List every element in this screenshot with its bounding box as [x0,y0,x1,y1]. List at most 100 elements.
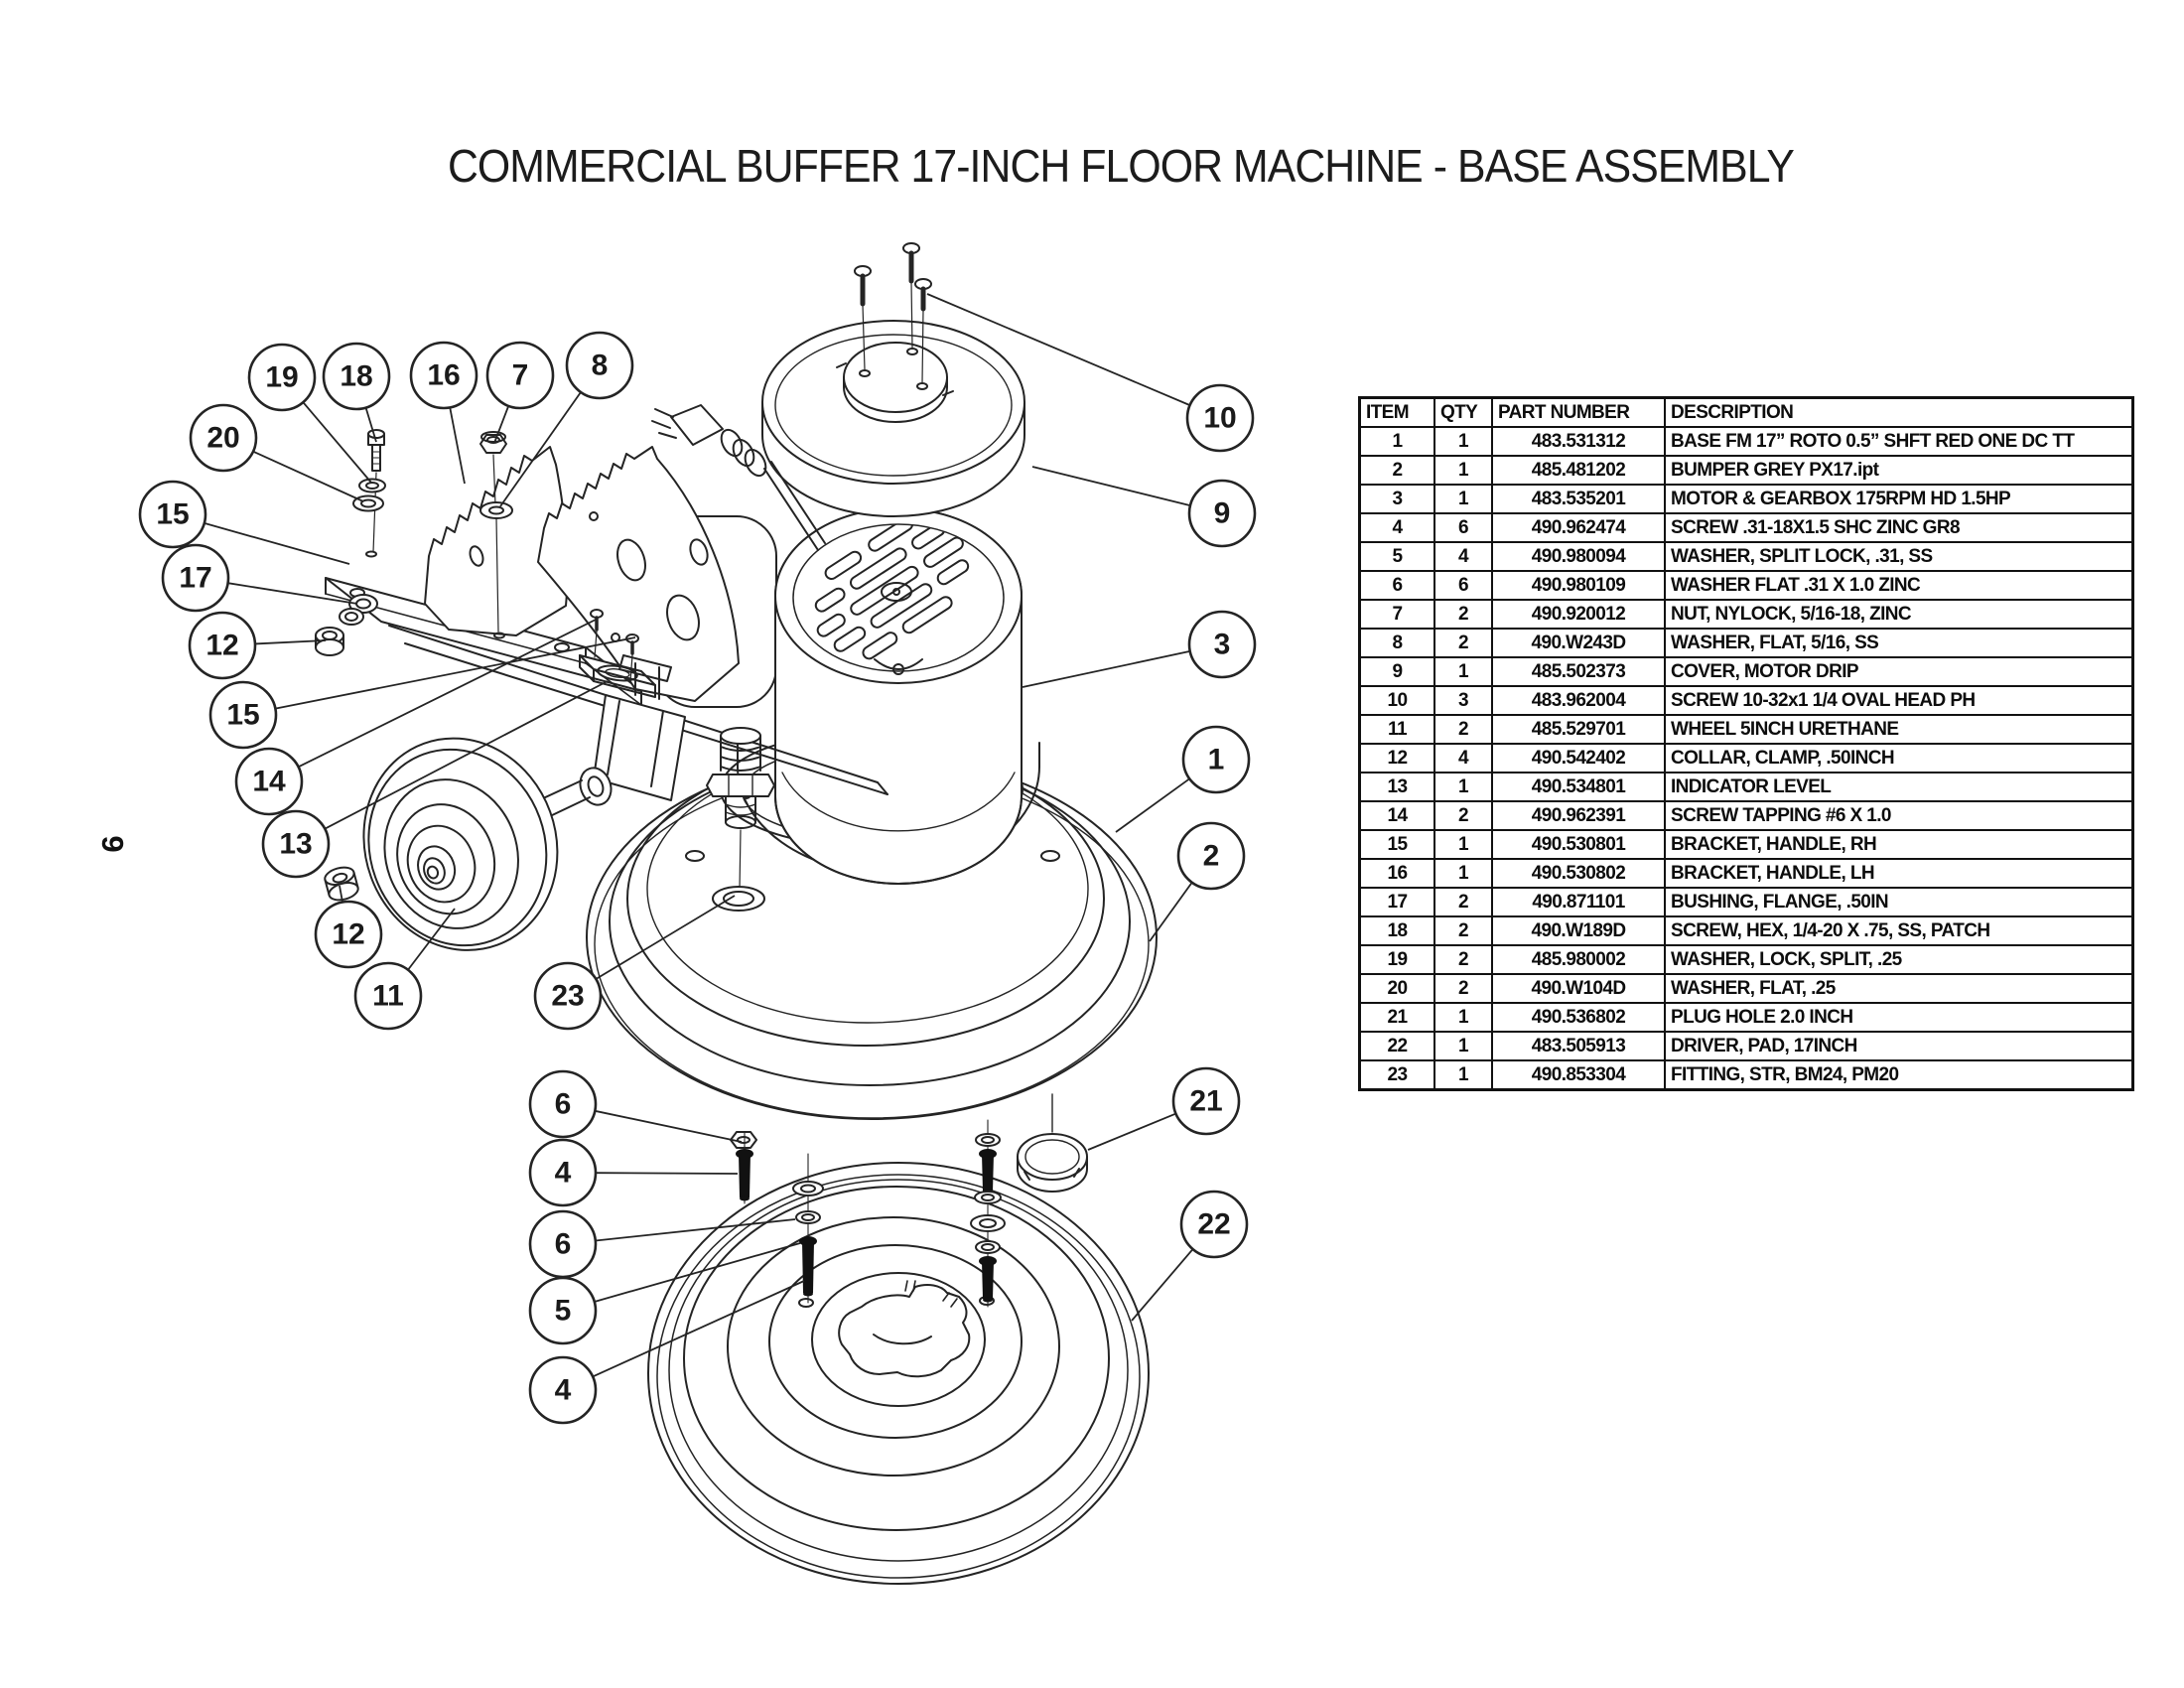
leader-line [493,405,510,444]
table-cell: 6 [1358,570,1435,601]
table-cell: 20 [1358,973,1435,1004]
table-cell: 15 [1358,829,1435,860]
leader-line [227,582,358,605]
column-header: QTY [1433,396,1493,428]
balloon-number: 16 [427,359,460,392]
callout-balloon-13: 13 [261,680,609,879]
balloon-number: 7 [512,359,529,392]
table-cell: 21 [1358,1002,1435,1033]
table-cell: 3 [1433,685,1493,716]
balloon-number: 23 [551,980,584,1013]
balloon-circle [314,900,383,969]
balloon-circle [322,342,391,411]
balloon-number: 22 [1197,1208,1230,1241]
balloon-number: 5 [555,1295,572,1328]
table-cell: 1 [1433,1031,1493,1061]
table-cell: WASHER, LOCK, SPLIT, .25 [1664,944,2134,975]
leader-line [252,450,364,502]
balloon-number: 10 [1203,402,1236,435]
balloon-circle [1171,1066,1241,1136]
table-cell: 4 [1433,743,1493,774]
table-cell: 2 [1433,973,1493,1004]
page-title: COMMERCIAL BUFFER 17-INCH FLOOR MACHINE … [447,140,1795,192]
leader-line [1115,777,1190,833]
table-cell: 483.505913 [1491,1031,1666,1061]
leader-line [339,885,343,903]
table-cell: 485.980002 [1491,944,1666,975]
leader-line [592,1280,805,1378]
table-cell: 2 [1433,887,1493,917]
balloon-number: 14 [252,766,286,798]
table-cell: 10 [1358,685,1435,716]
table-cell: 1 [1433,829,1493,860]
balloon-circle [528,1138,598,1207]
table-cell: SCREW .31-18X1.5 SHC ZINC GR8 [1664,512,2134,543]
shc-screw-single [736,1131,753,1204]
leader-line [499,391,582,507]
callout-balloon-7: 7 [485,341,555,444]
balloon-circle [189,403,258,473]
leader-line [204,522,350,565]
table-cell: WASHER, FLAT, .25 [1664,973,2134,1004]
clamp-collar-lower [324,866,359,902]
table-cell: 2 [1433,714,1493,745]
table-cell: 12 [1358,743,1435,774]
table-cell: 7 [1358,599,1435,630]
balloon-circle [485,341,555,410]
leader-line [595,1109,743,1143]
table-cell: 1 [1433,772,1493,802]
table-cell: 483.962004 [1491,685,1666,716]
table-cell: 490.W189D [1491,915,1666,946]
balloon-circle [161,543,230,613]
table-cell: BASE FM 17” ROTO 0.5” SHFT RED ONE DC TT [1664,426,2134,457]
table-cell: SCREW 10-32x1 1/4 OVAL HEAD PH [1664,685,2134,716]
callout-balloon-22: 22 [1131,1190,1249,1322]
balloon-number: 4 [555,1374,572,1407]
table-cell: 483.535201 [1491,484,1666,514]
table-cell: WASHER, FLAT, 5/16, SS [1664,628,2134,658]
balloon-circle [1187,479,1257,548]
balloon-circle [409,341,478,410]
balloon-number: 18 [340,360,372,393]
fitting-hole [712,886,765,912]
leader-line [254,639,327,645]
balloon-circle [1185,383,1255,453]
table-cell: NUT, NYLOCK, 5/16-18, ZINC [1664,599,2134,630]
table-cell: 490.W243D [1491,628,1666,658]
table-cell: 14 [1358,800,1435,831]
table-cell: 490.530801 [1491,829,1666,860]
leader-line [364,407,377,443]
table-cell: 9 [1358,656,1435,687]
callout-balloon-16: 16 [409,341,478,485]
callout-balloon-12: 12 [314,885,383,969]
table-cell: 1 [1433,1059,1493,1091]
balloon-circle [138,480,207,549]
callout-balloon-18: 18 [322,342,391,443]
callout-balloon-17: 17 [161,543,358,613]
table-cell: 22 [1358,1031,1435,1061]
table-cell: 2 [1433,599,1493,630]
balloon-number: 1 [1208,744,1225,776]
table-cell: COLLAR, CLAMP, .50INCH [1664,743,2134,774]
table-cell: BUMPER GREY PX17.ipt [1664,455,2134,486]
table-cell: 11 [1358,714,1435,745]
table-cell: 13 [1358,772,1435,802]
table-cell: 2 [1358,455,1435,486]
callout-balloon-19: 19 [247,343,372,484]
table-cell: INDICATOR LEVEL [1664,772,2134,802]
